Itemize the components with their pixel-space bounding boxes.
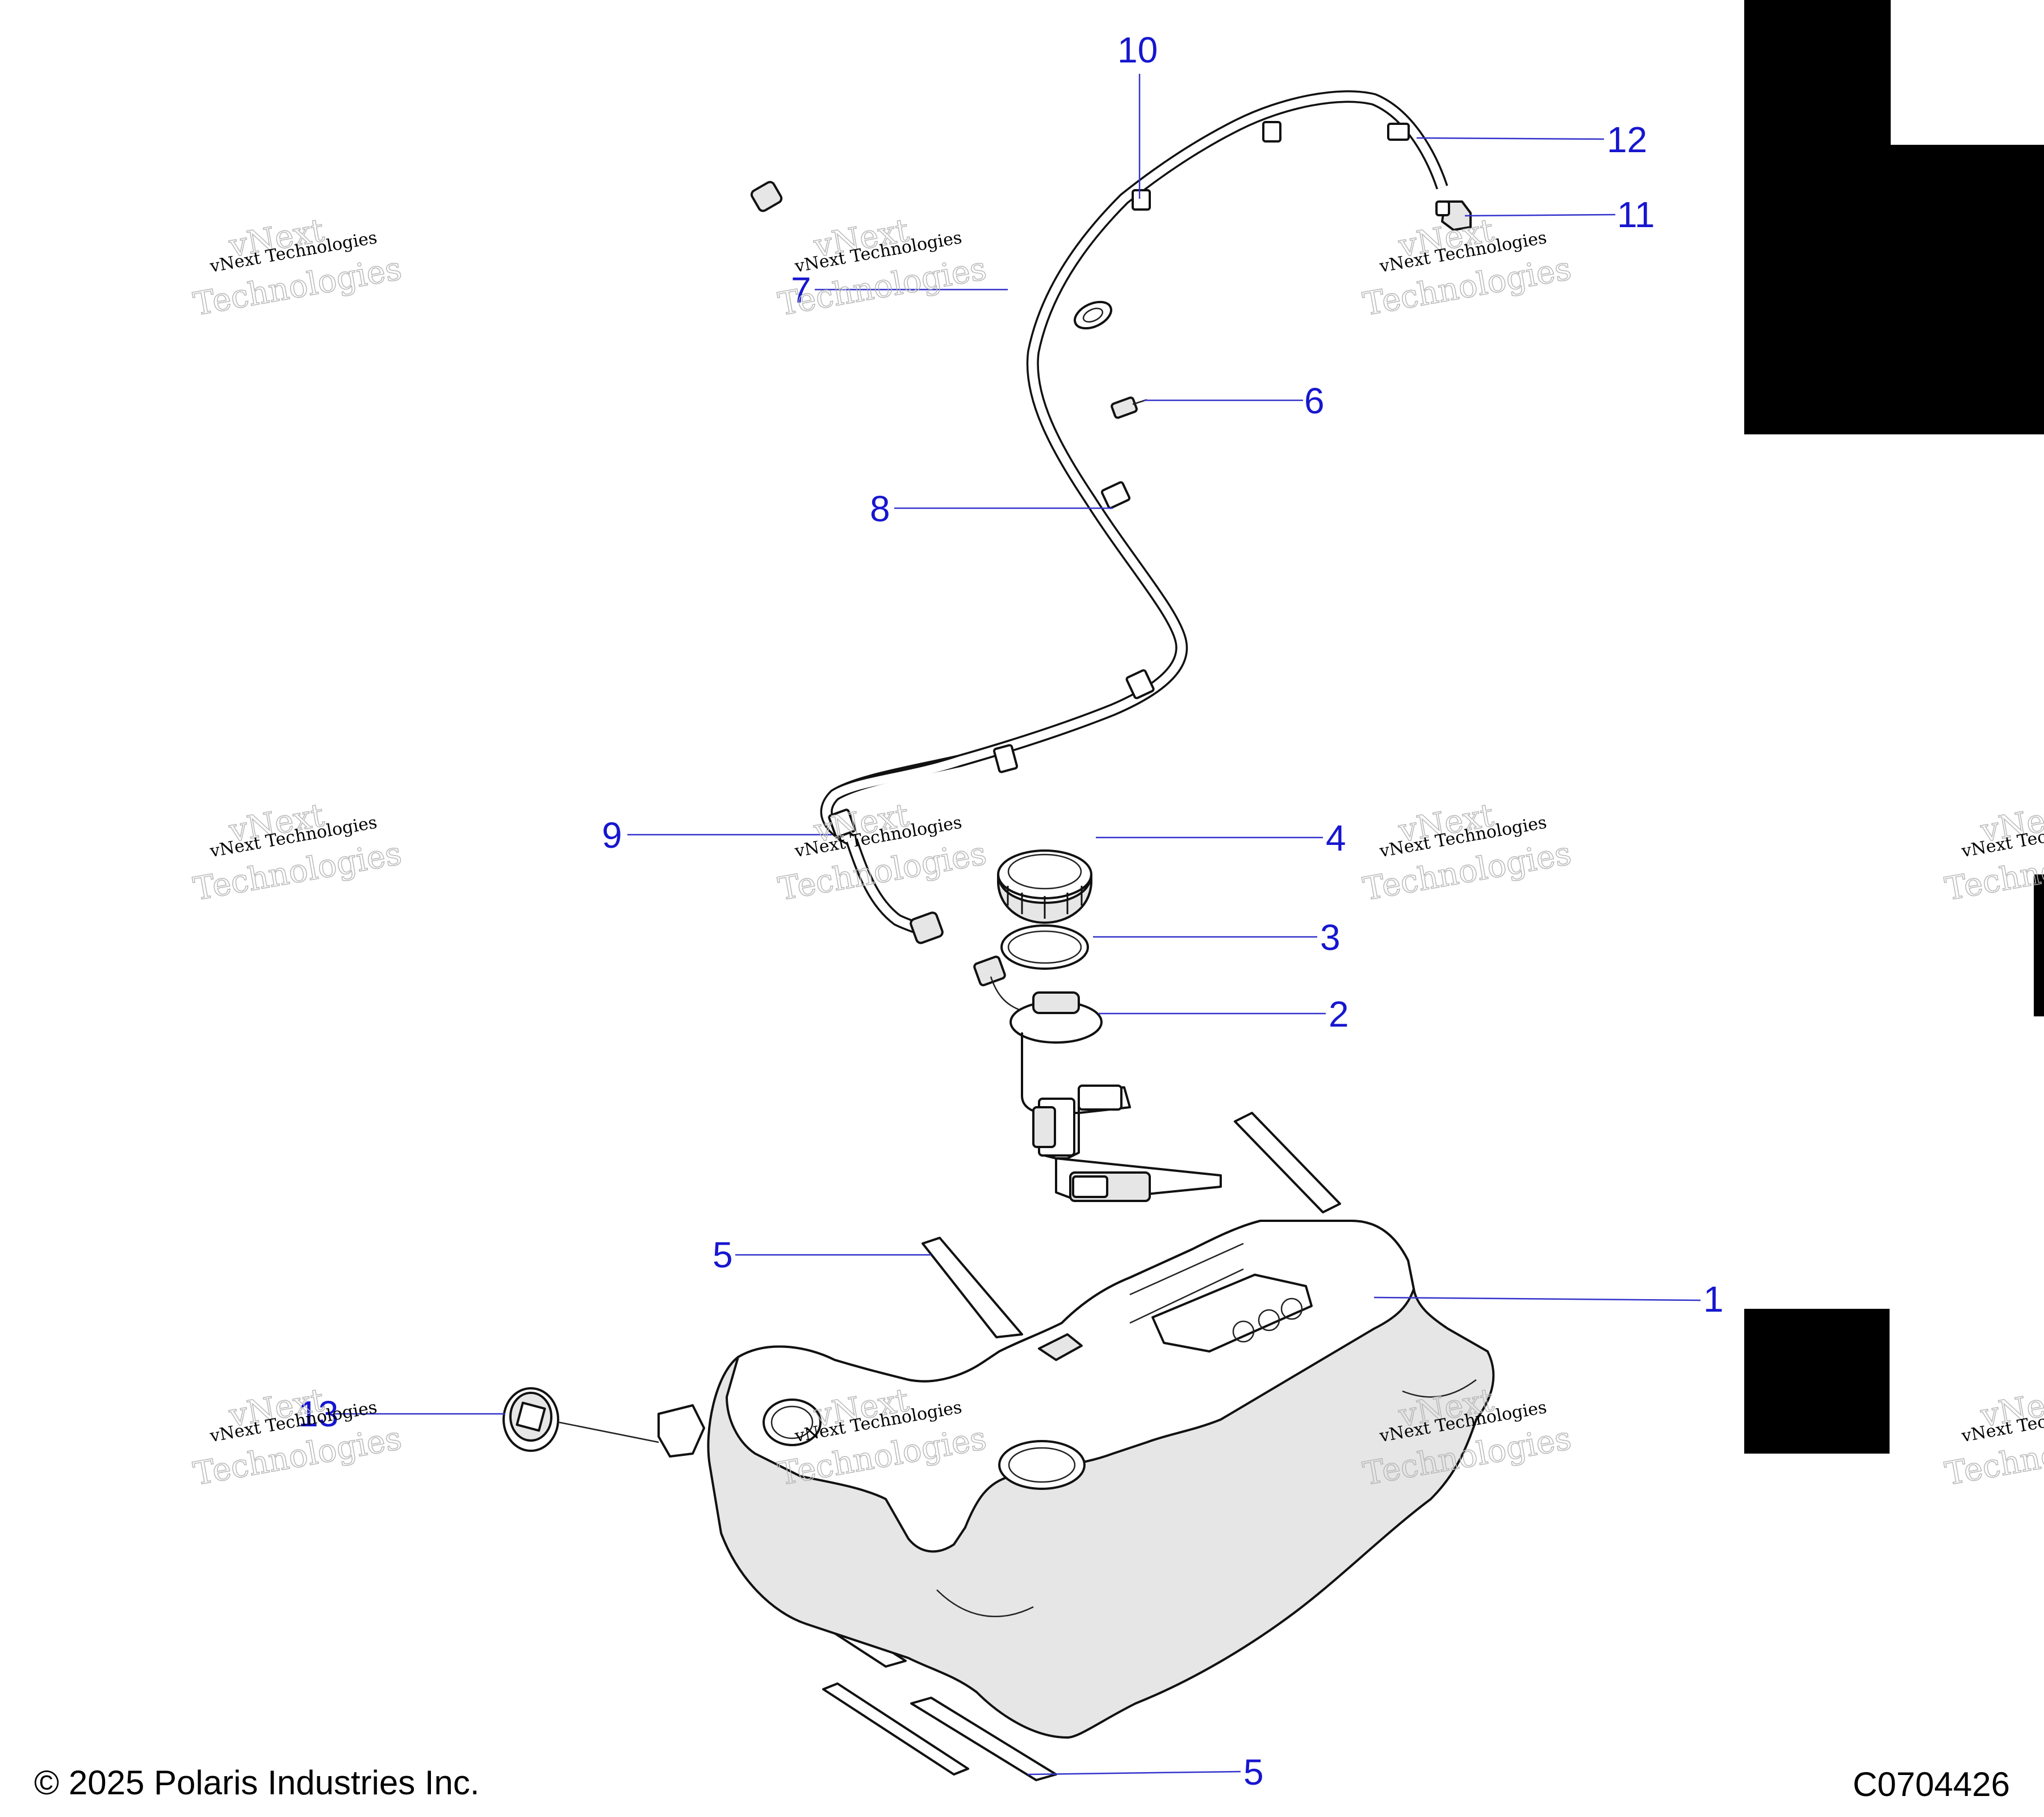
watermark: vNext vNext Technologies Technologies (190, 212, 405, 324)
pad-middle (922, 1237, 1023, 1338)
hose-clip (1125, 669, 1155, 700)
hose-clip (993, 744, 1018, 773)
part-4-lock-ring (997, 849, 1092, 924)
part-1-fuel-tank (707, 1220, 1495, 1739)
callout-5-bottom: 5 (1243, 1752, 1264, 1793)
part-6-fitting (1111, 396, 1147, 419)
callout-3: 3 (1320, 917, 1341, 958)
watermark: vNext vNext Technologies Technologies (190, 1381, 405, 1493)
callout-4: 4 (1326, 818, 1346, 859)
hose-clips (828, 121, 1410, 838)
hose-clip (1262, 121, 1281, 143)
watermark: vNext vNext Technologies Technologies (190, 797, 405, 909)
hose-clip (1101, 481, 1130, 509)
callout-9: 9 (602, 815, 622, 856)
watermark: vNext vNext Technologies Technologies (775, 212, 990, 324)
footer: © 2025 Polaris Industries Inc. C0704426 (34, 1764, 2010, 1803)
part-3-seal (1000, 924, 1089, 970)
watermark: vNext vNext Technologies Technologies (1942, 1381, 2044, 1493)
leader-5b (1027, 1770, 1241, 1776)
callout-12: 12 (1607, 119, 1647, 160)
watermark: vNext vNext Technologies Technologies (775, 797, 990, 909)
hose-clip (1132, 189, 1151, 211)
part-11-elbow (1435, 200, 1472, 231)
callout-1: 1 (1703, 1279, 1724, 1320)
part-13-fuel-cap (502, 1387, 705, 1458)
fuel-hose-assembly (750, 90, 1448, 944)
hose-clip (828, 809, 856, 838)
leader-11 (1464, 213, 1616, 217)
leader-1 (1373, 1296, 1701, 1301)
edge-blocks (1744, 0, 2044, 1454)
watermark: vNext vNext Technologies Technologies (1942, 797, 2044, 909)
callout-labels: 1 2 3 4 5 5 6 7 8 9 10 11 12 13 (298, 30, 1724, 1793)
pad-bottom-2 (822, 1682, 969, 1776)
watermark: vNext vNext Technologies Technologies (1360, 212, 1574, 324)
edge-block-bottom (1744, 1309, 1890, 1454)
part-2-fuel-pump (973, 956, 1222, 1202)
leader-12 (1416, 137, 1605, 140)
callout-10: 10 (1117, 30, 1158, 70)
watermark: vNext vNext Technologies Technologies (1360, 797, 1574, 909)
edge-block-top (1744, 0, 2044, 434)
callout-7: 7 (791, 270, 811, 311)
callout-2: 2 (1329, 994, 1349, 1035)
callout-6: 6 (1304, 380, 1325, 421)
callout-8: 8 (870, 488, 890, 529)
edge-block-middle (2034, 874, 2044, 1016)
callout-5-top: 5 (713, 1234, 733, 1275)
hose-clip (1387, 123, 1410, 141)
copyright-text: © 2025 Polaris Industries Inc. (34, 1764, 480, 1802)
drawing-code: C0704426 (1853, 1765, 2010, 1803)
callout-11: 11 (1617, 194, 1655, 235)
leader-lines (335, 74, 1701, 1776)
pad-top-right (1234, 1112, 1341, 1213)
loose-hose-clamp (1074, 300, 1112, 330)
callout-13: 13 (298, 1393, 338, 1434)
